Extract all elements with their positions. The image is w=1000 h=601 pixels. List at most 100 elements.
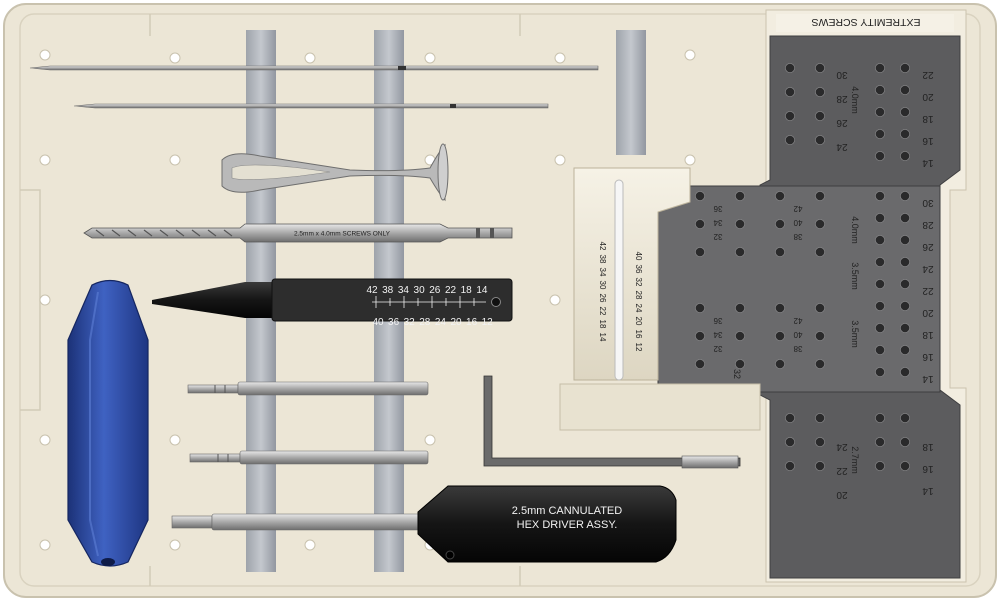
gauge-bottom-number: 16 bbox=[466, 317, 478, 328]
caddy-number: 18 bbox=[922, 441, 934, 452]
insert-number: 38 bbox=[598, 255, 607, 264]
cannulated-hex-driver[interactable]: 2.5mm CANNULATED HEX DRIVER ASSY. bbox=[171, 485, 677, 563]
screw-hole bbox=[785, 413, 795, 423]
screw-hole bbox=[695, 191, 705, 201]
insert-number: 40 bbox=[634, 252, 643, 261]
screw-hole bbox=[775, 219, 785, 229]
screw-hole bbox=[875, 323, 885, 333]
drill-guide-handle[interactable] bbox=[221, 143, 449, 202]
gauge-top-number: 18 bbox=[461, 285, 473, 296]
caddy-number: 36 bbox=[713, 204, 722, 213]
blue-handle[interactable] bbox=[67, 279, 149, 567]
screw-hole bbox=[815, 413, 825, 423]
screw-hole bbox=[775, 191, 785, 201]
insert-number: 18 bbox=[598, 320, 607, 329]
tray-holes bbox=[39, 49, 696, 551]
driver-label-line1: 2.5mm CANNULATED bbox=[512, 505, 622, 517]
screw-hole bbox=[815, 331, 825, 341]
screw-hole bbox=[695, 359, 705, 369]
caddy-number: 20 bbox=[922, 307, 934, 318]
screw-hole bbox=[815, 359, 825, 369]
insert-number: 42 bbox=[598, 242, 607, 251]
screw-hole bbox=[785, 111, 795, 121]
screw-hole bbox=[735, 331, 745, 341]
screw-hole bbox=[875, 279, 885, 289]
caddy-number: 26 bbox=[836, 117, 848, 128]
screw-caddy: EXTREMITY SCREWS bbox=[657, 9, 967, 583]
screw-hole bbox=[785, 87, 795, 97]
caddy-number: 34 bbox=[713, 330, 722, 339]
screw-hole bbox=[775, 359, 785, 369]
screw-hole bbox=[900, 279, 910, 289]
screw-hole bbox=[815, 63, 825, 73]
caddy-number: 30 bbox=[922, 197, 934, 208]
hex-key[interactable] bbox=[483, 375, 741, 469]
insert-number: 26 bbox=[598, 294, 607, 303]
insert-number: 30 bbox=[598, 281, 607, 290]
caddy-number: 16 bbox=[922, 135, 934, 146]
screw-holes bbox=[695, 63, 910, 471]
caddy-number: 42 bbox=[793, 316, 802, 325]
screw-hole bbox=[875, 85, 885, 95]
gauge-top-number: 14 bbox=[476, 285, 488, 296]
guide-wire-short[interactable] bbox=[73, 103, 549, 109]
caddy-number: 32 bbox=[713, 232, 722, 241]
gauge-bottom-number: 28 bbox=[419, 317, 431, 328]
screw-hole bbox=[775, 303, 785, 313]
drill-bit[interactable]: 2.5mm x 4.0mm SCREWS ONLY bbox=[83, 223, 513, 243]
caddy-number: 20 bbox=[922, 91, 934, 102]
driver-shaft-1[interactable] bbox=[187, 381, 429, 396]
caddy-number: 32 bbox=[732, 369, 742, 379]
screw-hole bbox=[735, 191, 745, 201]
caddy-number: 14 bbox=[922, 485, 934, 496]
screw-hole bbox=[815, 191, 825, 201]
screw-hole bbox=[735, 303, 745, 313]
drill-bit-label: 2.5mm x 4.0mm SCREWS ONLY bbox=[294, 231, 391, 238]
screw-hole bbox=[900, 191, 910, 201]
screw-hole bbox=[815, 461, 825, 471]
screw-hole bbox=[785, 461, 795, 471]
screw-hole bbox=[900, 323, 910, 333]
insert-number: 28 bbox=[634, 291, 643, 300]
screw-hole bbox=[875, 213, 885, 223]
screw-hole bbox=[900, 413, 910, 423]
insert-number: 20 bbox=[634, 317, 643, 326]
screw-hole bbox=[900, 257, 910, 267]
caddy-number: 42 bbox=[793, 204, 802, 213]
driver-label-line2: HEX DRIVER ASSY. bbox=[517, 519, 618, 531]
caddy-number: 24 bbox=[836, 441, 848, 452]
gauge-top-number: 22 bbox=[445, 285, 457, 296]
screw-hole bbox=[815, 135, 825, 145]
caddy-number: 32 bbox=[713, 344, 722, 353]
gauge-bottom-number: 24 bbox=[435, 317, 447, 328]
screw-hole bbox=[695, 303, 705, 313]
screw-hole bbox=[775, 331, 785, 341]
caddy-number: 18 bbox=[922, 113, 934, 124]
screw-hole bbox=[900, 235, 910, 245]
screw-hole bbox=[900, 367, 910, 377]
screw-hole bbox=[815, 111, 825, 121]
guide-wire-long[interactable] bbox=[29, 65, 599, 71]
screw-hole bbox=[900, 129, 910, 139]
caddy-number: 16 bbox=[922, 351, 934, 362]
screw-hole bbox=[900, 461, 910, 471]
screw-hole bbox=[695, 331, 705, 341]
caddy-number: 24 bbox=[922, 263, 934, 274]
screw-hole bbox=[875, 257, 885, 267]
lid-label: EXTREMITY SCREWS bbox=[812, 16, 921, 28]
gauge-top-number: 30 bbox=[414, 285, 426, 296]
caddy-number: 26 bbox=[922, 241, 934, 252]
caddy-number: 30 bbox=[836, 69, 848, 80]
screw-hole bbox=[900, 437, 910, 447]
caddy-number: 28 bbox=[836, 93, 848, 104]
driver-shaft-2[interactable] bbox=[189, 450, 429, 465]
caddy-number: 40 bbox=[793, 218, 802, 227]
screw-hole bbox=[875, 345, 885, 355]
screw-hole bbox=[875, 191, 885, 201]
gauge-top-number: 26 bbox=[429, 285, 441, 296]
caddy-number: 22 bbox=[922, 285, 934, 296]
screw-hole bbox=[695, 219, 705, 229]
screw-hole bbox=[815, 219, 825, 229]
